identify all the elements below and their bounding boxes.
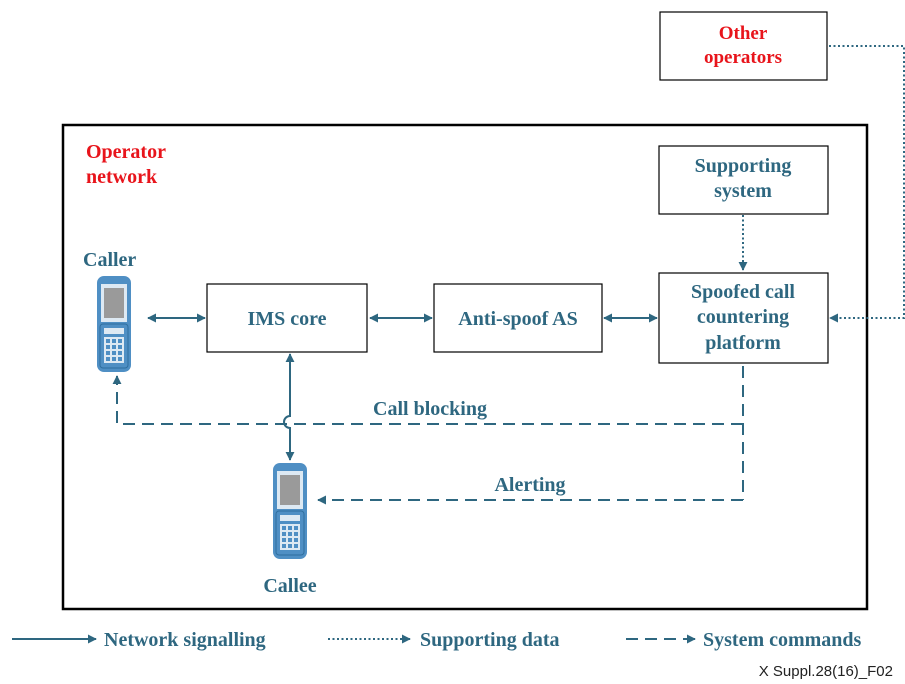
anti-spoof-as-box: Anti-spoof AS <box>433 283 603 353</box>
callee-phone-icon <box>272 462 308 560</box>
figure-id: X Suppl.28(16)_F02 <box>759 663 893 680</box>
operator-network-frame <box>61 123 869 611</box>
platform-box: Spoofed call countering platform <box>658 272 829 364</box>
call-blocking-label: Call blocking <box>373 398 487 420</box>
other-operators-box: Other operators <box>659 11 828 81</box>
caller-label: Caller <box>83 249 136 271</box>
supporting-system-label-2: system <box>714 180 772 202</box>
legend-system-commands: System commands <box>703 629 862 651</box>
caller-phone-icon <box>96 275 132 373</box>
call-blocking-arrow <box>112 375 743 425</box>
ims-core-box: IMS core <box>206 283 368 353</box>
legend-supporting-data: Supporting data <box>420 629 560 651</box>
callee-label: Callee <box>263 575 316 597</box>
supporting-system-box: Supporting system <box>658 145 829 215</box>
legend: Network signalling Supporting data Syste… <box>12 629 862 651</box>
ims-core-label: IMS core <box>247 308 326 330</box>
platform-label-3: platform <box>705 332 781 354</box>
platform-label-2: countering <box>697 306 789 328</box>
other-operators-platform-arrow <box>829 45 905 323</box>
operator-network-label-2: network <box>86 166 158 188</box>
legend-network-signalling: Network signalling <box>104 629 266 651</box>
platform-label-1: Spoofed call <box>691 281 795 303</box>
alerting-label: Alerting <box>494 474 565 496</box>
other-operators-label-1: Other <box>719 23 768 44</box>
operator-network-label-1: Operator <box>86 141 166 163</box>
ims-callee-arrow <box>283 353 295 461</box>
supporting-system-label-1: Supporting <box>695 155 792 177</box>
anti-spoof-as-label: Anti-spoof AS <box>458 308 577 330</box>
other-operators-label-2: operators <box>704 47 782 68</box>
